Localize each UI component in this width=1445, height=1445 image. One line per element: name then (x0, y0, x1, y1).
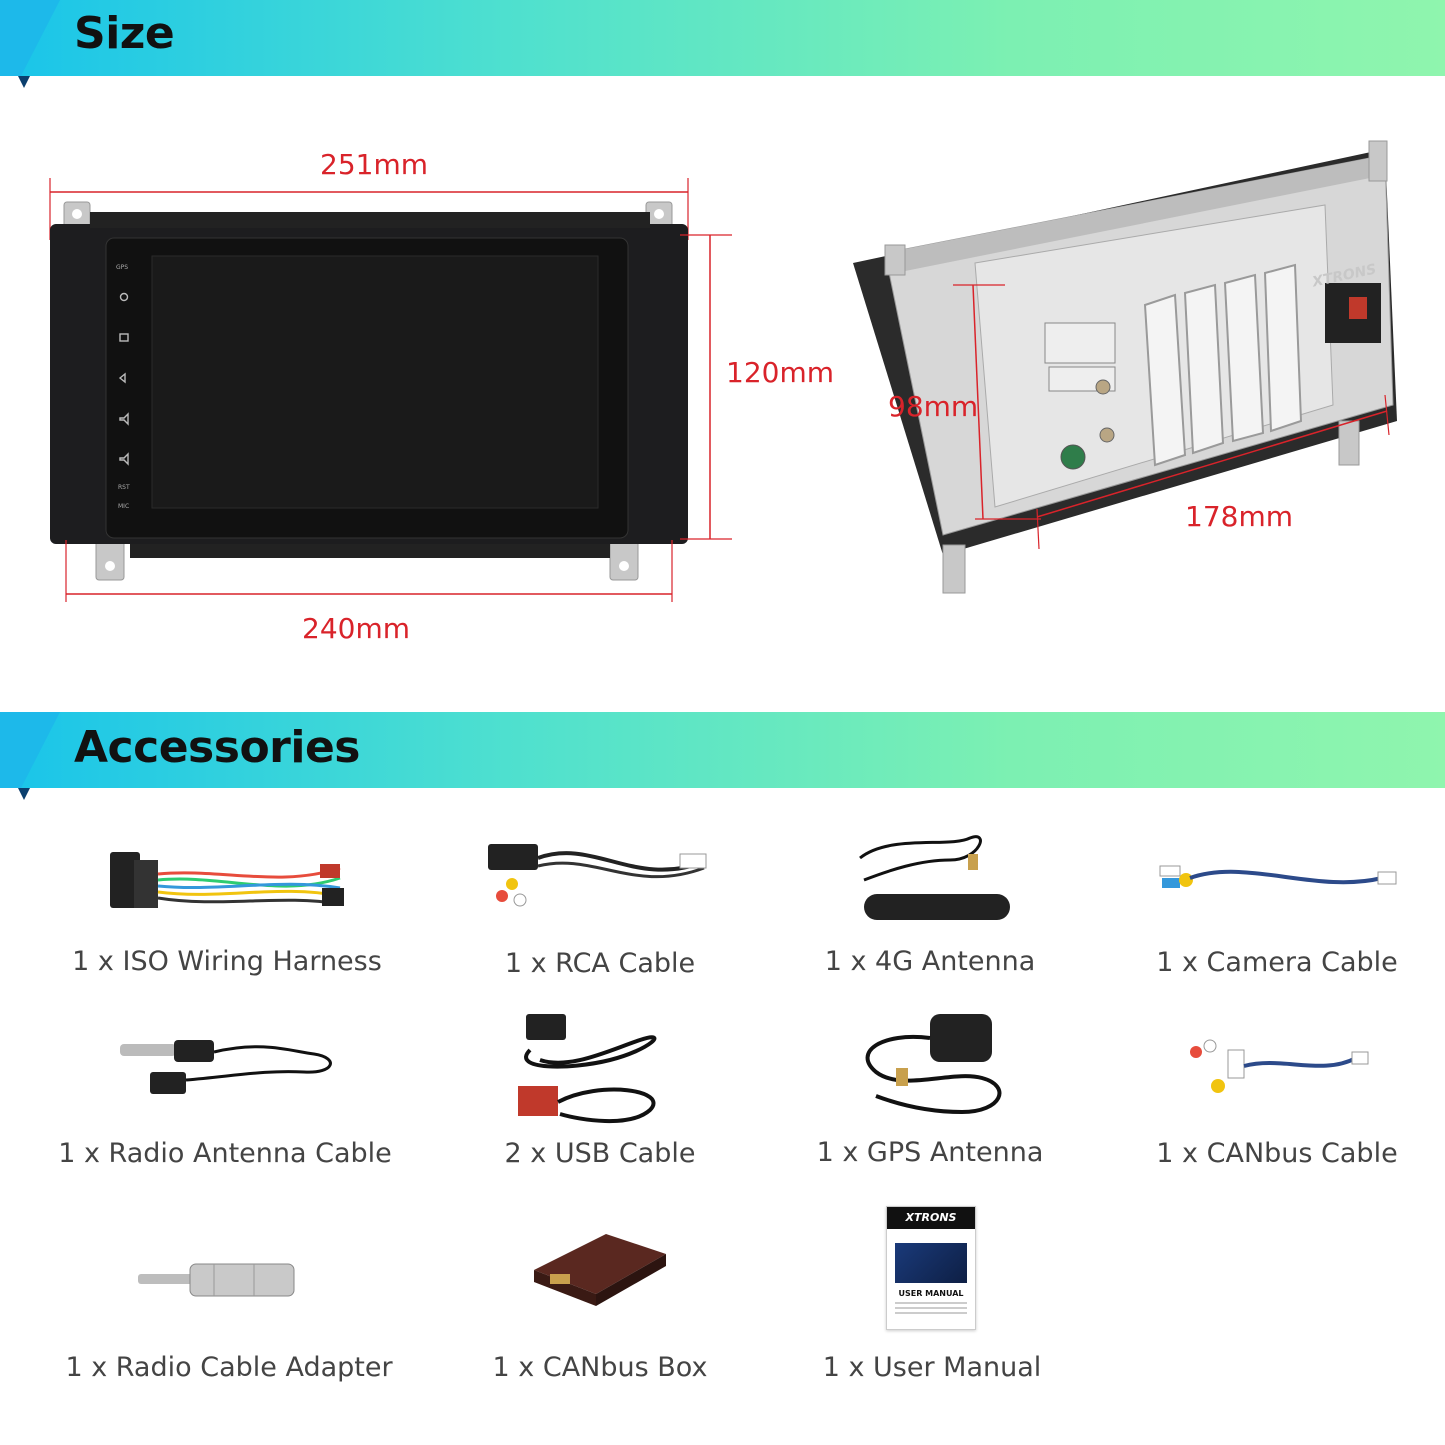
size-section-title: Size (74, 8, 175, 59)
gps-button-label: GPS (116, 264, 129, 271)
accessory-label-user-manual: 1 x User Manual (822, 1352, 1042, 1383)
banner-notch (0, 0, 60, 76)
accessory-label-gps-antenna: 1 x GPS Antenna (816, 1137, 1044, 1168)
size-banner: Size (0, 0, 1445, 88)
accessory-label-usb-cable: 2 x USB Cable (504, 1138, 696, 1169)
accessories-banner: Accessories (0, 712, 1445, 800)
manual-brand: XTRONS (887, 1207, 975, 1229)
banner-notch (0, 712, 60, 788)
wiring-harness-icon (110, 852, 344, 908)
rca-cable-icon (488, 844, 707, 907)
top-width-label: 251mm (320, 148, 428, 181)
canbus-box-icon (534, 1234, 666, 1306)
bottom-width-label: 240mm (302, 612, 410, 645)
usb-cable-icon (518, 1014, 657, 1123)
accessory-label-rca-cable: 1 x RCA Cable (504, 948, 696, 979)
banner-triangle (18, 76, 30, 88)
bottom-width-dimension-line (65, 540, 673, 602)
accessory-label-radio-antenna-cable: 1 x Radio Antenna Cable (58, 1138, 392, 1169)
gps-antenna-icon (865, 1014, 1002, 1115)
depth-height-label: 98mm (888, 390, 979, 423)
rst-button-label: RST (118, 484, 130, 491)
banner-triangle (18, 788, 30, 800)
accessory-label-radio-adapter: 1 x Radio Cable Adapter (65, 1352, 393, 1383)
camera-cable-icon (1159, 865, 1397, 888)
manual-cover-screen (895, 1243, 967, 1283)
manual-title: USER MANUAL (898, 1289, 964, 1298)
front-view-diagram (49, 178, 689, 581)
accessory-label-4g-antenna: 1 x 4G Antenna (824, 946, 1036, 977)
rear-view-diagram (853, 140, 1397, 594)
user-manual-icon: XTRONS USER MANUAL (886, 1206, 976, 1330)
radio-antenna-cable-icon (120, 1040, 332, 1094)
canbus-cable-icon (1190, 1039, 1369, 1093)
height-dimension-line (680, 234, 732, 540)
depth-label: 178mm (1185, 500, 1293, 533)
accessory-label-iso-harness: 1 x ISO Wiring Harness (72, 946, 382, 977)
radio-adapter-icon (138, 1263, 295, 1297)
mic-button-label: MIC (118, 503, 130, 510)
accessory-label-canbus-cable: 1 x CANbus Cable (1156, 1138, 1398, 1169)
accessories-section-title: Accessories (74, 722, 360, 773)
4g-antenna-icon (859, 835, 1010, 920)
accessory-label-canbus-box: 1 x CANbus Box (492, 1352, 708, 1383)
height-label: 120mm (726, 356, 834, 389)
accessory-label-camera-cable: 1 x Camera Cable (1156, 947, 1398, 978)
